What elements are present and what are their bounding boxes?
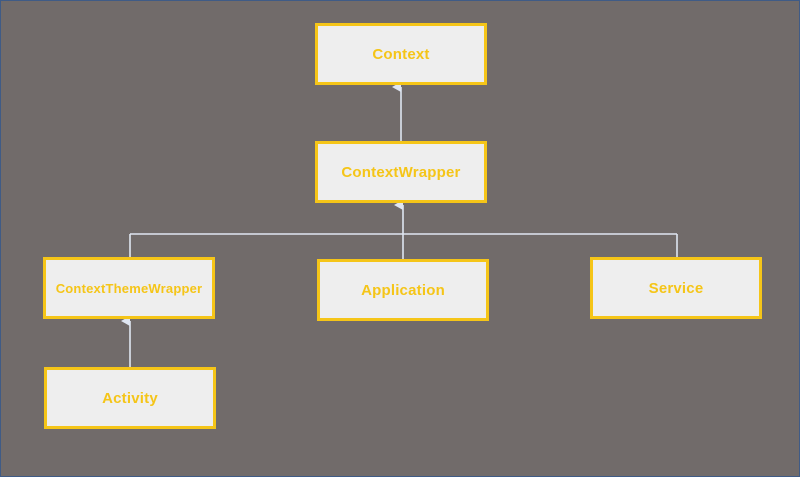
node-service: Service	[590, 257, 762, 319]
node-activity: Activity	[44, 367, 216, 429]
node-context-theme-wrapper-label: ContextThemeWrapper	[55, 280, 203, 296]
node-context-wrapper-label: ContextWrapper	[341, 163, 461, 181]
node-activity-label: Activity	[102, 389, 158, 407]
node-context-label: Context	[372, 45, 430, 63]
node-context-wrapper: ContextWrapper	[315, 141, 487, 203]
node-service-label: Service	[648, 279, 704, 297]
node-context-theme-wrapper: ContextThemeWrapper	[43, 257, 215, 319]
node-context: Context	[315, 23, 487, 85]
node-application-label: Application	[361, 281, 445, 299]
node-application: Application	[317, 259, 489, 321]
